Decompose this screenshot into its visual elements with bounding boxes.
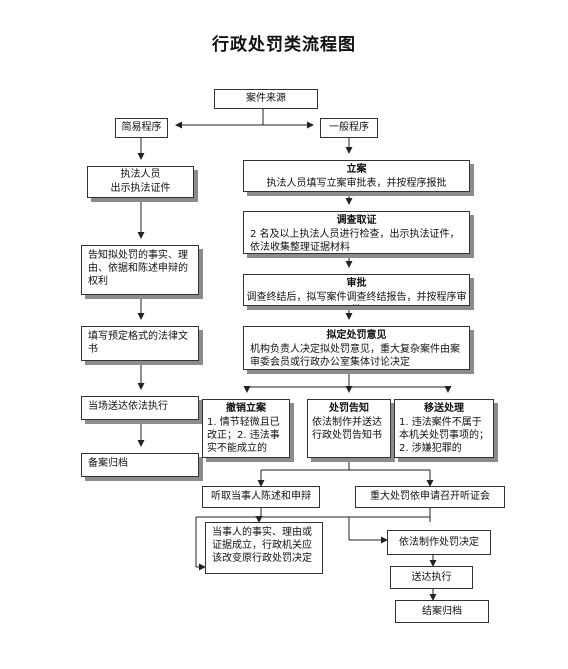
filing-node: 立案 执法人员填写立案审批表，并按程序报批 <box>243 160 470 192</box>
transfer-node: 移送处理 1. 违法案件不属于本机关处罚事项的；2. 涉嫌犯罪的 <box>394 399 494 458</box>
hear-defense-node: 听取当事人陈述和申辩 <box>202 486 320 508</box>
review-node: 审批 调查终结后，拟写案件调查终结报告，并按程序审批 <box>243 274 470 306</box>
draft-opinion-heading: 拟定处罚意见 <box>326 330 387 341</box>
simple-procedure-label: 简易程序 <box>121 122 162 133</box>
execute-node: 送达执行 <box>390 566 473 589</box>
filing-heading: 立案 <box>346 164 367 175</box>
close-archive-label: 结案归档 <box>422 605 462 617</box>
show-id-line-1: 执法人员 <box>120 169 161 180</box>
transfer-heading: 移送处理 <box>424 403 464 414</box>
hear-defense-label: 听取当事人陈述和申辩 <box>211 491 311 502</box>
archive-simple-label: 备案归档 <box>88 458 128 469</box>
archive-simple-node: 备案归档 <box>81 453 199 477</box>
penalty-notice-body: 依法制作并送达行政处罚告知书 <box>312 417 382 441</box>
show-id-line-2: 出示执法证件 <box>110 183 171 194</box>
fill-document-label: 填写预定格式的法律文书 <box>88 331 188 355</box>
page-title: 行政处罚类流程图 <box>212 35 356 55</box>
transfer-body: 1. 违法案件不属于本机关处罚事项的；2. 涉嫌犯罪的 <box>399 417 489 454</box>
change-decision-node: 当事人的事实、理由或证据成立，行政机关应该改变原行政处罚决定 <box>205 522 323 574</box>
make-decision-node: 依法制作处罚决定 <box>387 530 491 555</box>
review-body: 调查终结后，拟写案件调查终结报告，并按程序审批 <box>246 292 467 303</box>
revoke-case-body: 1. 情节轻微且已改正；2. 违法事实不能成立的 <box>207 417 280 454</box>
hearing-label: 重大处罚依申请召开听证会 <box>370 491 490 502</box>
execute-label: 送达执行 <box>411 571 452 583</box>
draft-opinion-body: 机构负责人决定拟处罚意见，重大复杂案件由案审委会员或行政办公室集体讨论决定 <box>250 344 460 368</box>
change-decision-label: 当事人的事实、理由或证据成立，行政机关应该改变原行政处罚决定 <box>212 527 312 564</box>
draft-opinion-node: 拟定处罚意见 机构负责人决定拟处罚意见，重大复杂案件由案审委会员或行政办公室集体… <box>243 326 470 370</box>
general-procedure-node: 一般程序 <box>320 118 378 138</box>
hearing-node: 重大处罚依申请召开听证会 <box>355 486 505 508</box>
deliver-on-site-label: 当场送达依法执行 <box>88 401 168 412</box>
revoke-case-heading: 撤销立案 <box>226 403 266 414</box>
close-archive-node: 结案归档 <box>395 600 489 623</box>
investigate-body: 2 名及以上执法人员进行检查，出示执法证件，依法收集整理证据材料 <box>250 229 460 253</box>
investigate-node: 调查取证 2 名及以上执法人员进行检查，出示执法证件，依法收集整理证据材料 <box>243 211 470 254</box>
inform-rights-node: 告知拟处罚的事实、理由、依据和陈述申辩的权利 <box>81 245 199 295</box>
inform-rights-label: 告知拟处罚的事实、理由、依据和陈述申辩的权利 <box>88 250 188 287</box>
case-source-node: 案件来源 <box>214 89 318 109</box>
penalty-notice-node: 处罚告知 依法制作并送达行政处罚告知书 <box>307 399 391 458</box>
deliver-on-site-node: 当场送达依法执行 <box>81 396 199 420</box>
investigate-heading: 调查取证 <box>336 215 377 226</box>
show-id-node: 执法人员 出示执法证件 <box>87 166 194 198</box>
simple-procedure-node: 简易程序 <box>115 118 168 138</box>
make-decision-label: 依法制作处罚决定 <box>399 536 479 548</box>
revoke-case-node: 撤销立案 1. 情节轻微且已改正；2. 违法事实不能成立的 <box>202 399 290 458</box>
penalty-notice-heading: 处罚告知 <box>329 403 369 414</box>
case-source-label: 案件来源 <box>246 93 286 104</box>
filing-body: 执法人员填写立案审批表，并按程序报批 <box>266 178 447 189</box>
review-heading: 审批 <box>346 278 367 289</box>
fill-document-node: 填写预定格式的法律文书 <box>81 326 199 361</box>
general-procedure-label: 一般程序 <box>329 122 369 133</box>
